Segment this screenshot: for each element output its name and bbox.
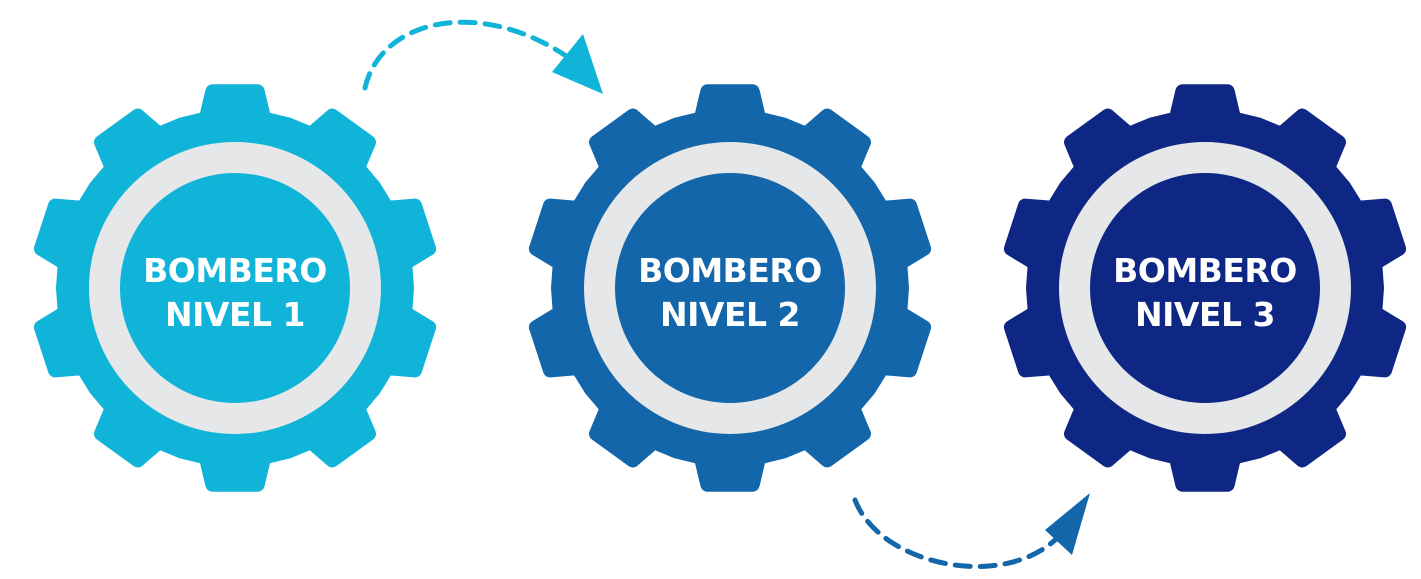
gear-1-core <box>120 173 350 403</box>
gear-1-label-line1: BOMBERO <box>143 251 327 290</box>
connector-1-dashed-path <box>362 19 575 91</box>
gear-node-3: BOMBERO NIVEL 3 <box>1003 84 1407 492</box>
connector-arrow-2 <box>852 493 1090 569</box>
gear-2-core <box>615 173 845 403</box>
gear-node-2: BOMBERO NIVEL 2 <box>528 84 932 492</box>
connector-2-arrowhead <box>1045 493 1090 555</box>
gear-2-label-line2: NIVEL 2 <box>660 295 800 334</box>
gear-2-label-line1: BOMBERO <box>638 251 822 290</box>
connector-2-dashed-path <box>852 497 1058 569</box>
gear-3-core <box>1090 173 1320 403</box>
gear-1-label-line2: NIVEL 1 <box>165 295 305 334</box>
connector-1-arrowhead <box>552 34 603 94</box>
gear-3-label-line2: NIVEL 3 <box>1135 295 1275 334</box>
connector-arrow-1 <box>362 19 603 94</box>
gear-3-label-line1: BOMBERO <box>1113 251 1297 290</box>
gear-node-1: BOMBERO NIVEL 1 <box>33 84 437 492</box>
